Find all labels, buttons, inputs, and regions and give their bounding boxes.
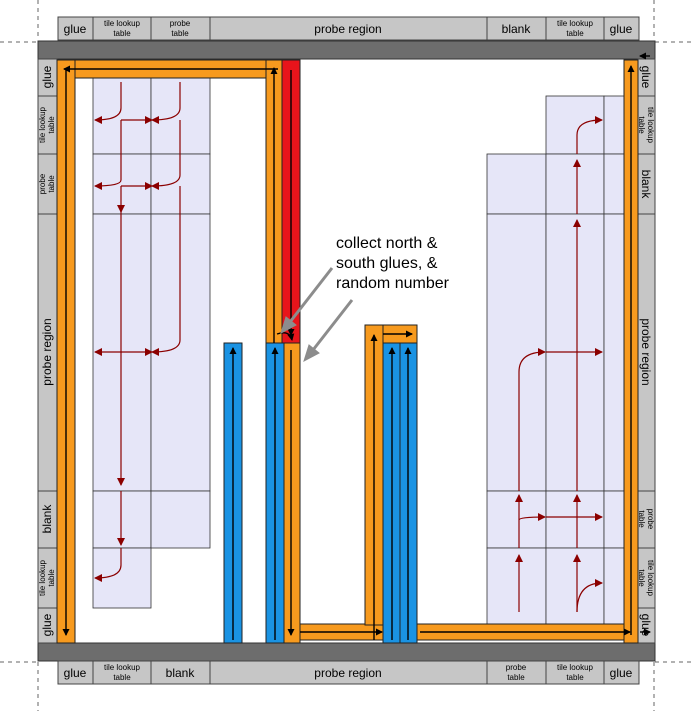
top-header-band [57,16,640,41]
right-glue-bottom-label: glue [639,614,653,637]
right-flow-arrows [515,116,603,613]
bottom-probe-table-label: probe [506,663,527,672]
orange-tall-column-b [283,342,301,644]
top-blank-label: blank [502,22,532,36]
bottom-tile-lookup-right-label: tile lookup [557,663,594,672]
left-blank-label: blank [40,504,54,534]
top-probe-table-label-2: table [171,29,189,38]
right-tile-lookup-label-2: table [637,116,646,134]
callout-line-2: south glues, & [336,255,438,272]
callout-pointer-lower [311,299,354,351]
callout-pointer-upper [288,267,334,323]
left-tile-lookup-label-2: table [47,116,56,134]
bottom-probe-region-label: probe region [314,666,381,680]
right-tile-lookup-bottom-label: tile lookup [646,560,655,597]
left-glue-bottom-label: glue [40,613,54,636]
top-probe-table-label: probe [170,19,191,28]
left-tile-lookup-label: tile lookup [38,106,47,143]
bottom-tile-lookup-label: tile lookup [104,663,141,672]
bottom-glue-left-label: glue [64,666,87,680]
bottom-glue-right-label: glue [610,666,633,680]
left-side-labels: glue tile lookup table probe table probe… [38,65,56,636]
top-glue-left-label: glue [64,22,87,36]
blue-columns [223,342,418,644]
right-blank-label: blank [639,170,653,200]
left-probe-table-label: probe [38,173,47,194]
collect-hook-arrow [276,332,295,341]
top-probe-region-label: probe region [314,22,381,36]
bottom-blank-label: blank [166,666,196,680]
left-lookup-grid [92,77,211,609]
bottom-tile-lookup-right-label-2: table [566,673,584,682]
right-tile-lookup-bottom-label-2: table [637,569,646,587]
top-header-labels: glue tile lookup table probe table probe… [64,19,633,38]
left-probe-table-label-2: table [47,175,56,193]
top-tile-lookup-right-label-2: table [566,29,584,38]
right-side-labels: glue tile lookup table blank probe regio… [637,66,655,637]
bottom-probe-table-label-2: table [507,673,525,682]
callout-line-3: random number [336,275,450,292]
bottom-header-labels: glue tile lookup table blank probe regio… [64,663,633,682]
bottom-header-band [57,660,640,685]
right-probe-table-label-2: table [637,510,646,528]
left-probe-region-label: probe region [40,318,54,385]
top-tile-lookup-label: tile lookup [104,19,141,28]
right-tile-lookup-label: tile lookup [646,107,655,144]
bottom-tile-lookup-label-2: table [113,673,131,682]
top-glue-right-label: glue [610,22,633,36]
column-arrows [62,52,651,640]
left-tile-lookup-bottom-label: tile lookup [38,559,47,596]
callout: collect north & south glues, & random nu… [280,235,450,363]
right-probe-table-label: probe [646,509,655,530]
right-glue-top-label: glue [639,66,653,89]
right-lookup-grid [486,95,625,625]
top-tile-lookup-label-2: table [113,29,131,38]
left-flow-arrows [94,82,181,582]
left-tile-lookup-bottom-label-2: table [47,569,56,587]
left-side-band [37,58,58,644]
top-tile-lookup-right-label: tile lookup [557,19,594,28]
callout-line-1: collect north & [336,235,438,252]
right-probe-region-label: probe region [639,318,653,385]
left-glue-top-label: glue [40,65,54,88]
